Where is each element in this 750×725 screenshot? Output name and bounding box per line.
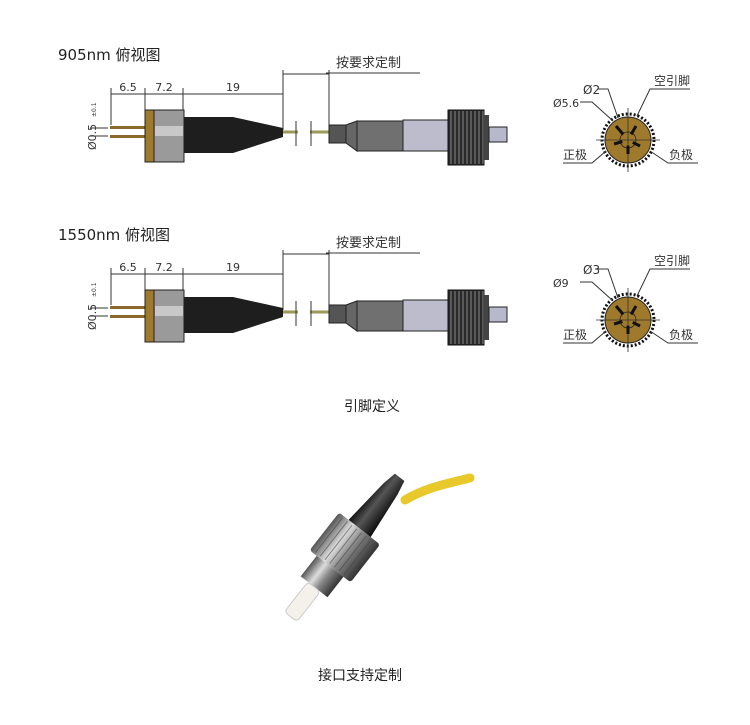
section-title-1550nm: 1550nm 俯视图: [58, 226, 171, 244]
leader-line: [649, 330, 698, 344]
leader-line: [636, 268, 690, 297]
leader-line: [580, 281, 613, 301]
pin-tolerance-label: ±0.1: [91, 282, 98, 297]
metal-cap-highlight: [155, 126, 183, 136]
pin-mark: [629, 125, 638, 136]
pin-lead: [110, 126, 146, 129]
connector-tail: [328, 124, 347, 144]
connector-body: [300, 555, 344, 598]
leader-line: [649, 150, 698, 164]
connector-ferrule: [285, 582, 320, 621]
connector-sleeve: [356, 120, 404, 152]
metal-cap-highlight: [155, 306, 183, 316]
leader-line: [598, 268, 619, 299]
nut-ring: [484, 295, 489, 340]
pin-mark: [632, 141, 641, 148]
knurled-nut: [447, 289, 485, 346]
pin-diameter-label: Ø0.5: [86, 124, 99, 150]
pin-mark: [632, 321, 641, 328]
connector-tail: [328, 304, 347, 324]
pin-tolerance-label: ±0.1: [91, 102, 98, 117]
pin-definition-caption: 引脚定义: [344, 399, 400, 415]
outer-diameter-label: Ø5.6: [553, 97, 579, 110]
ferrule: [488, 126, 508, 143]
dimension-label: 7.2: [155, 81, 173, 94]
gold-flange: [144, 289, 155, 343]
yellow-fiber-cable: [400, 473, 475, 505]
black-body: [184, 117, 283, 153]
pin-mark: [614, 305, 625, 316]
custom-length-label: 按要求定制: [336, 236, 401, 251]
nc-pin-label: 空引脚: [654, 73, 690, 88]
knurled-nut: [447, 109, 485, 166]
dimension-label: 6.5: [119, 81, 137, 94]
positive-pin-label: 正极: [563, 328, 587, 342]
dimension-label: 19: [226, 81, 240, 94]
connector-boot: [348, 473, 405, 538]
section-title-905nm: 905nm 俯视图: [58, 46, 161, 64]
ferrule: [488, 306, 508, 323]
connector-taper: [345, 120, 358, 152]
positive-pin-label: 正极: [563, 148, 587, 162]
leader-line: [580, 101, 613, 121]
connector-sleeve: [356, 300, 404, 332]
nut-ring: [484, 115, 489, 160]
pin-lead: [110, 306, 146, 309]
pin-mark: [613, 140, 623, 146]
dimension-label: 7.2: [155, 261, 173, 274]
connector-taper: [345, 300, 358, 332]
connector-body: [402, 299, 449, 332]
custom-length-label: 按要求定制: [336, 56, 401, 71]
leader-line: [598, 88, 619, 119]
nc-pin-label: 空引脚: [654, 253, 690, 268]
outer-diameter-label: Ø9: [553, 277, 569, 290]
pin-diameter-label: Ø0.5: [86, 304, 99, 330]
dimension-label: 19: [226, 261, 240, 274]
gold-flange: [144, 109, 155, 163]
inner-diameter-label: Ø3: [583, 263, 600, 277]
pin-lead: [110, 135, 146, 138]
dimension-label: 6.5: [119, 261, 137, 274]
black-body: [184, 297, 283, 333]
negative-pin-label: 负极: [669, 148, 693, 162]
leader-line: [563, 330, 607, 344]
inner-diameter-label: Ø2: [583, 83, 600, 97]
pin-lead: [110, 315, 146, 318]
pin-mark: [613, 320, 623, 326]
connector-knurled-nut: [310, 513, 379, 582]
negative-pin-label: 负极: [669, 328, 693, 342]
connector-body: [402, 119, 449, 152]
leader-line: [636, 88, 690, 117]
leader-line: [563, 150, 607, 164]
pin-mark: [629, 305, 638, 316]
interface-caption: 接口支持定制: [318, 668, 402, 684]
pin-mark: [614, 125, 625, 136]
